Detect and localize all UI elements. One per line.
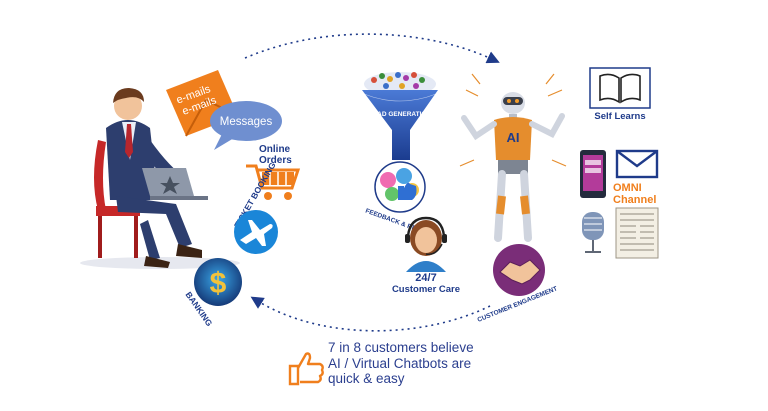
microphone-icon <box>582 212 604 253</box>
bottom-flow-arrow <box>250 296 491 332</box>
online-orders-label-1: Online <box>259 144 291 155</box>
footer-line-1: 7 in 8 customers believe <box>328 340 474 355</box>
thumbs-up-icon <box>398 182 417 200</box>
online-orders-label-2: Orders <box>259 155 292 166</box>
self-learns-label: Self Learns <box>594 111 645 122</box>
messages-label: Messages <box>220 116 273 128</box>
shopping-cart-icon <box>246 164 301 200</box>
top-flow-arrow <box>244 33 500 64</box>
handshake-icon <box>499 259 541 285</box>
omni-label-1: OMNI <box>613 182 642 194</box>
banking: $ BANKING <box>184 258 242 328</box>
lead-generation-funnel: LEAD GENERATION <box>362 72 438 160</box>
customer-care: 24/7 Customer Care <box>392 216 460 295</box>
footer-line-2: AI / Virtual Chatbots are <box>328 355 472 371</box>
smartphone-icon <box>580 150 606 198</box>
messages-bubble: Messages <box>210 101 282 150</box>
ai-robot: AI <box>459 73 567 242</box>
omni-label-2: Channel <box>613 194 656 206</box>
self-learns: Self Learns <box>589 67 651 122</box>
online-orders: Online Orders <box>246 144 301 200</box>
omni-channel: OMNI Channel <box>580 149 659 259</box>
support-agent-icon <box>405 216 447 272</box>
care-label-1: 24/7 <box>415 272 436 284</box>
footer-text: 7 in 8 customers believe AI / Virtual Ch… <box>328 340 538 387</box>
crowd-icon <box>371 72 425 89</box>
thumbs-up-icon <box>288 352 324 386</box>
footer-line-3: quick & easy <box>328 371 405 386</box>
customer-engagement: CUSTOMER ENGAGEMENT <box>477 244 558 324</box>
person-with-laptop <box>80 88 240 269</box>
laptop-star-icon <box>160 176 180 194</box>
footer-statement: 7 in 8 customers believe AI / Virtual Ch… <box>286 340 546 390</box>
book-icon <box>599 73 641 104</box>
lead-generation-label: LEAD GENERATION <box>369 111 432 118</box>
airplane-icon <box>240 220 273 246</box>
ai-label: AI <box>507 130 520 145</box>
care-label-2: Customer Care <box>392 284 460 295</box>
dollar-icon: $ <box>210 267 227 300</box>
newspaper-icon <box>615 207 659 259</box>
ticket-booking: TICKET BOOKING <box>232 160 278 254</box>
envelope-icon <box>615 149 659 179</box>
